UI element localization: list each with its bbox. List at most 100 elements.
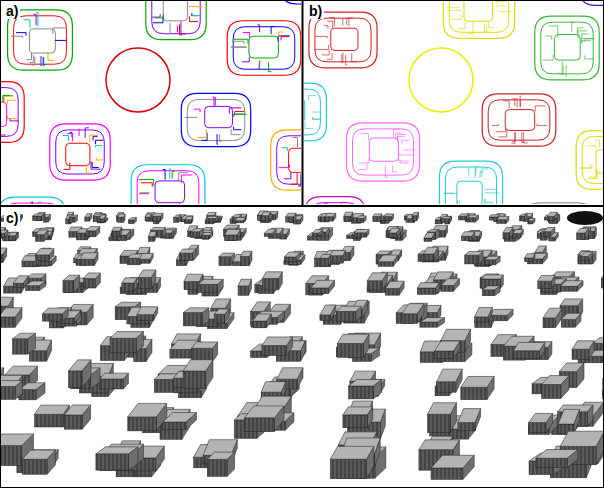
city-shape: [286, 213, 296, 222]
city-shape: [174, 218, 179, 223]
city-shape: [417, 288, 436, 294]
city-shape: [394, 129, 400, 138]
city-shape: [541, 22, 593, 74]
city-shape: [148, 237, 154, 242]
city-shape: [344, 212, 353, 216]
city-shape: [458, 423, 475, 431]
city-shape: [543, 227, 554, 231]
city-shape: [458, 409, 481, 431]
city-shape: [349, 18, 353, 27]
city-shape: [64, 163, 70, 170]
city-shape: [354, 233, 366, 237]
city-shape: [183, 308, 209, 326]
city-shape: [122, 278, 137, 292]
city-shape: [320, 254, 331, 258]
city-shape: [155, 181, 185, 203]
city-shape: [535, 246, 546, 252]
city-shape: [457, 181, 482, 204]
city-shape: [445, 167, 496, 204]
city-shape: [7, 116, 18, 119]
city-shape: [536, 450, 578, 459]
city-shape: [262, 337, 293, 346]
city-shape: [69, 360, 92, 388]
city-shape: [96, 158, 103, 160]
city-shape: [16, 33, 26, 36]
city-shape: [484, 256, 500, 265]
city-shape: [482, 290, 494, 296]
city-shape: [214, 309, 229, 314]
city-shape: [424, 233, 435, 238]
city-shape: [449, 1, 508, 32]
city-shape: [520, 214, 528, 221]
city-shape: [131, 165, 205, 204]
city-shape: [189, 6, 202, 8]
city-shape: [36, 230, 49, 235]
city-shape: [457, 21, 465, 28]
city-shape: [152, 14, 160, 17]
city-shape: [312, 112, 320, 113]
city-shape: [176, 260, 186, 266]
city-shape: [1, 387, 15, 400]
city-shape: [128, 403, 167, 430]
city-shape: [179, 249, 196, 253]
city-shape: [442, 217, 451, 222]
city-shape: [354, 229, 369, 232]
city-shape: [330, 459, 366, 479]
city-shape: [402, 304, 424, 324]
city-shape: [358, 163, 367, 169]
city-shape: [385, 288, 399, 295]
city-shape: [202, 232, 213, 238]
city-shape: [397, 136, 404, 141]
city-shape: [499, 130, 507, 137]
city-shape: [485, 192, 499, 193]
city-shape: [100, 373, 129, 389]
city-shape: [162, 413, 196, 430]
city-shape: [503, 227, 513, 232]
city-shape: [118, 217, 124, 222]
city-shape: [155, 14, 164, 18]
city-shape: [439, 161, 502, 204]
city-shape: [311, 280, 335, 288]
city-shape: [309, 96, 316, 101]
city-shape: [3, 95, 10, 101]
city-shape: [543, 308, 562, 328]
city-shape: [234, 127, 242, 130]
city-shape: [513, 99, 515, 106]
city-shape: [55, 40, 66, 41]
city-shape: [434, 341, 460, 358]
city-shape: [262, 212, 271, 221]
city-shape: [484, 256, 500, 259]
city-shape: [349, 379, 382, 398]
city-shape: [320, 254, 331, 266]
city-shape: [513, 234, 521, 238]
city-shape: [315, 258, 331, 267]
city-shape: [420, 318, 445, 322]
city-shape: [9, 232, 18, 240]
city-shape: [443, 1, 514, 38]
city-shape: [145, 214, 151, 221]
city-shape: [567, 211, 603, 225]
city-shape: [90, 135, 98, 142]
city-shape: [191, 342, 217, 361]
city-shape: [484, 260, 495, 265]
city-shape: [96, 447, 138, 454]
city-shape: [262, 212, 271, 216]
city-shape: [85, 214, 92, 218]
city-shape: [139, 253, 153, 263]
city-shape: [129, 220, 134, 224]
city-shape: [314, 45, 328, 50]
city-shape: [127, 258, 139, 265]
city-shape: [525, 258, 533, 262]
city-shape: [513, 229, 524, 233]
city-shape: [13, 276, 28, 284]
city-shape: [542, 376, 569, 385]
city-shape: [1, 248, 7, 255]
city-shape: [500, 10, 511, 11]
city-shape: [36, 235, 44, 242]
city-shape: [313, 117, 322, 119]
city-shape: [581, 165, 591, 168]
city-shape: [92, 162, 99, 167]
city-shape: [262, 346, 287, 356]
city-shape: [577, 233, 585, 240]
city-shape: [22, 459, 47, 474]
